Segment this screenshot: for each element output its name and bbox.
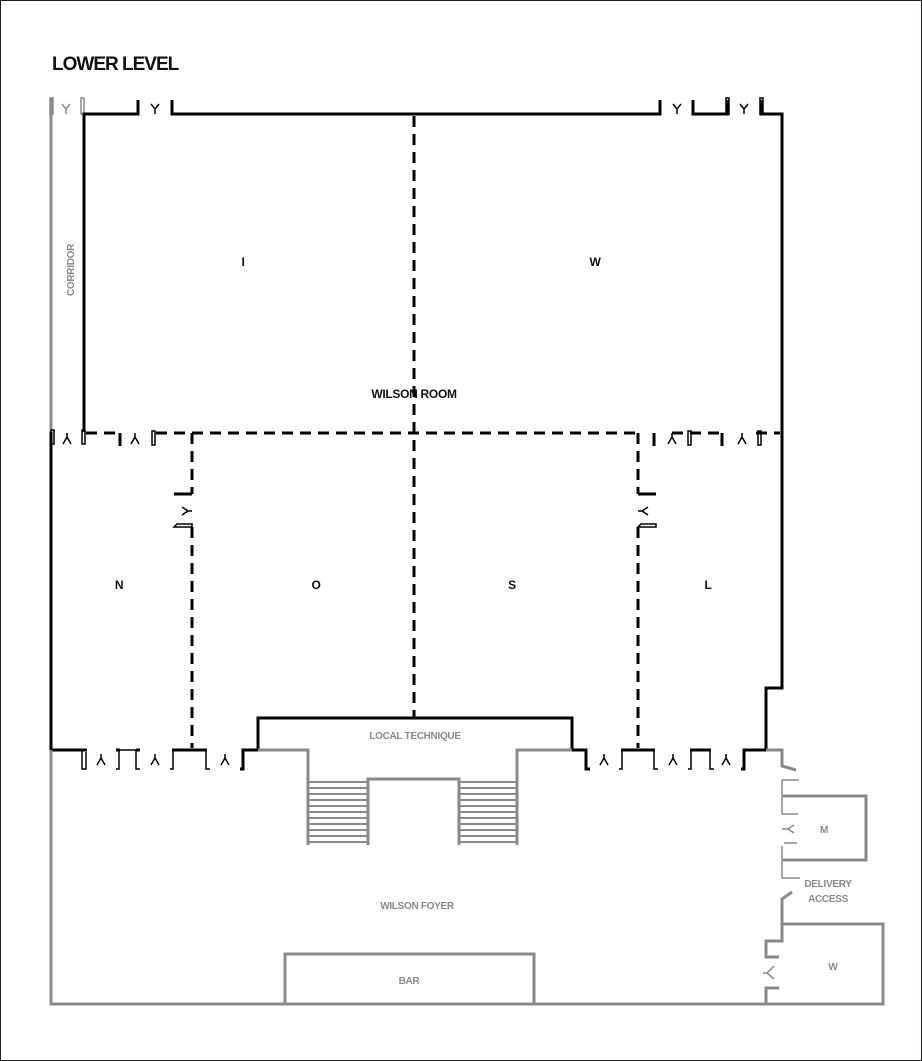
bar-label: BAR	[399, 976, 421, 987]
wilson-room-walls	[49, 97, 784, 752]
corridor-label: CORRIDOR	[66, 243, 77, 296]
door-swing-icon	[150, 103, 160, 114]
door-swing-icon	[638, 506, 649, 516]
local-technique-label: LOCAL TECHNIQUE	[369, 731, 461, 742]
wilson-foyer-label: WILSON FOYER	[380, 901, 455, 912]
door-swing-icon	[96, 754, 106, 766]
wilson-room-label: WILSON ROOM	[371, 387, 457, 401]
bottom-wall-doors	[81, 716, 766, 771]
movable-partitions	[86, 116, 780, 748]
mid-doors	[50, 429, 762, 528]
womens-restroom-label: W	[828, 962, 838, 973]
door-swing-icon	[130, 433, 140, 445]
delivery-access-label-line1: DELIVERY	[804, 879, 852, 890]
section-label-n: N	[115, 578, 123, 592]
section-label-s: S	[508, 578, 516, 592]
section-label-l: L	[704, 578, 711, 592]
door-swing-icon	[667, 433, 677, 445]
level-title: LOWER LEVEL	[52, 54, 180, 75]
wilson-foyer	[49, 748, 885, 1006]
mens-restroom-label: M	[820, 825, 828, 836]
corridor: CORRIDOR	[49, 97, 85, 432]
stairs-left	[309, 781, 367, 843]
section-label-o: O	[311, 578, 320, 592]
door-swing-icon	[220, 754, 230, 766]
door-swing-icon	[181, 506, 192, 516]
service-area	[763, 779, 868, 1004]
door-swing-icon	[150, 754, 160, 766]
bar-counter	[283, 952, 536, 1006]
door-swing-icon	[782, 824, 795, 834]
door-swing-icon	[668, 754, 678, 766]
door-swing-icon	[737, 433, 747, 445]
section-label-w: W	[589, 255, 601, 269]
door-swing-icon	[61, 103, 71, 114]
door-swing-icon	[739, 103, 749, 114]
section-label-i: I	[241, 255, 244, 269]
door-swing-icon	[721, 754, 731, 766]
delivery-access-label-line2: ACCESS	[808, 894, 849, 905]
door-swing-icon	[763, 965, 775, 980]
door-swing-icon	[62, 433, 72, 445]
stairs-right	[460, 781, 516, 843]
door-swing-icon	[672, 103, 682, 114]
door-swing-icon	[599, 754, 609, 766]
